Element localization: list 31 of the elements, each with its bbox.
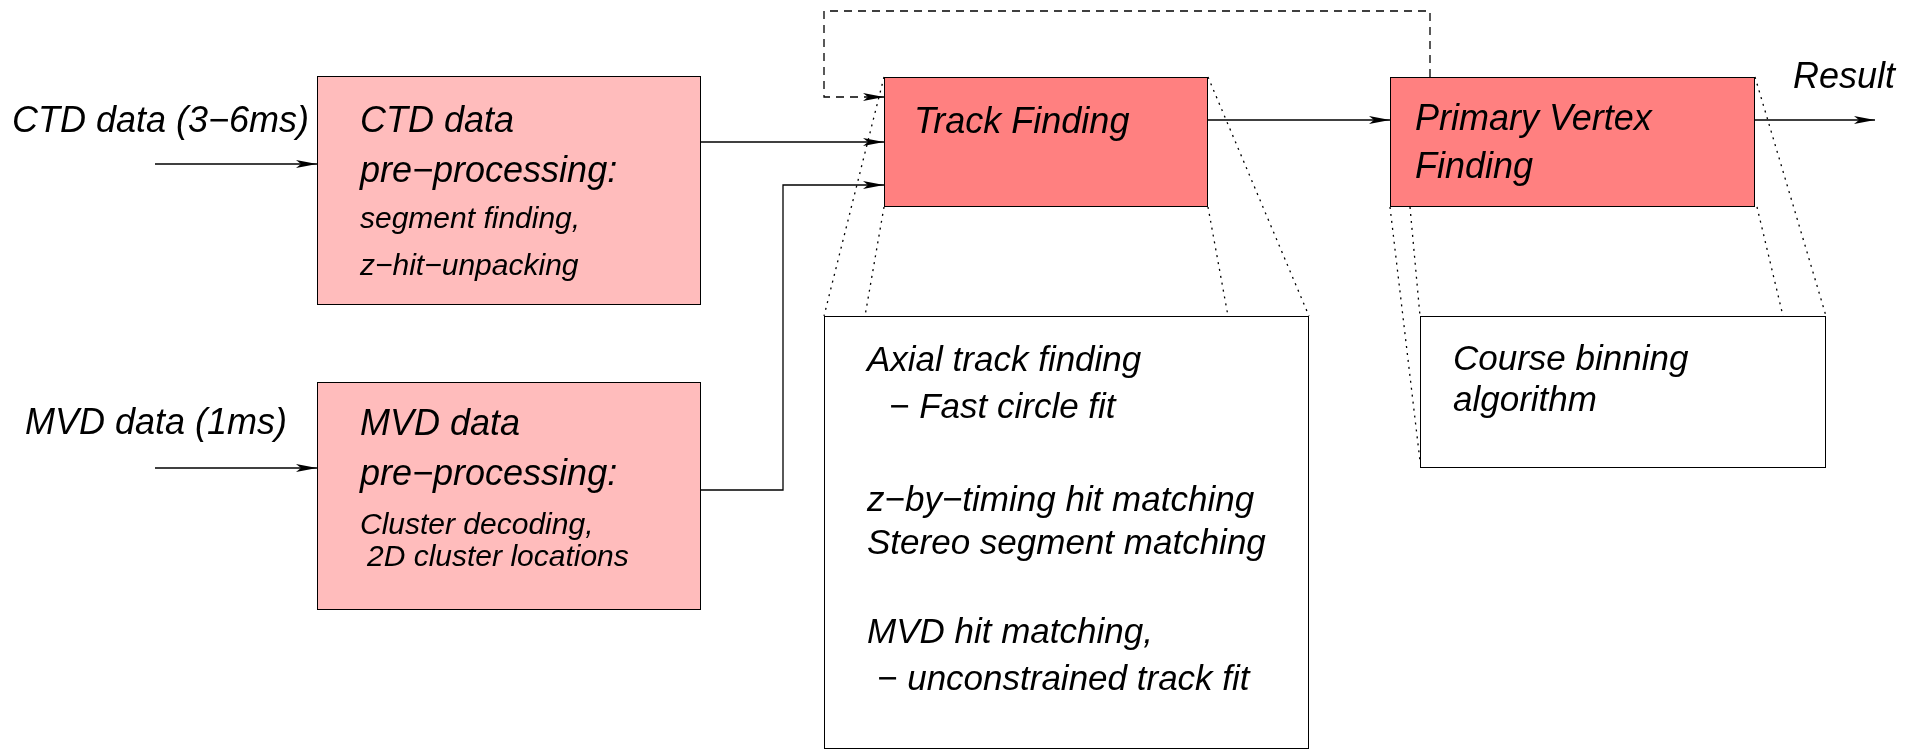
arrow — [154, 464, 318, 472]
box-text: Stereo segment matching — [867, 522, 1267, 562]
box-text: − Fast circle fit — [889, 386, 1118, 426]
feedback-arrow — [823, 10, 1431, 101]
box-text: Course binning algorithm — [1453, 337, 1690, 419]
box-text: MVD data pre−processing: — [360, 401, 619, 495]
process-box — [1390, 77, 1755, 207]
box-text: z−hit−unpacking — [360, 247, 580, 283]
box-text: CTD data pre−processing: — [360, 98, 619, 192]
arrow — [1754, 116, 1876, 124]
zoom-guide-line — [1754, 76, 1827, 317]
process-box — [884, 77, 1208, 207]
box-text: segment finding, — [360, 200, 582, 236]
detail-box — [1420, 316, 1826, 468]
box-text: Cluster decoding, — [360, 507, 595, 541]
box-text: − unconstrained track fit — [877, 658, 1252, 698]
box-text: Track Finding — [914, 101, 1131, 141]
box-text: 2D cluster locations — [367, 539, 630, 573]
box-text: z−by−timing hit matching — [867, 479, 1256, 519]
zoom-guide-line — [823, 76, 885, 317]
detail-box — [824, 316, 1309, 749]
box-text: MVD hit matching, — [867, 611, 1154, 651]
zoom-guide-line — [1409, 206, 1421, 317]
box-text: Axial track finding — [867, 339, 1143, 379]
arrow — [154, 160, 318, 168]
arrow — [1207, 116, 1391, 124]
process-box — [317, 76, 701, 305]
arrow — [700, 138, 885, 146]
arrow — [700, 181, 885, 491]
process-box — [317, 382, 701, 610]
box-text: Primary Vertex Finding — [1415, 96, 1654, 188]
